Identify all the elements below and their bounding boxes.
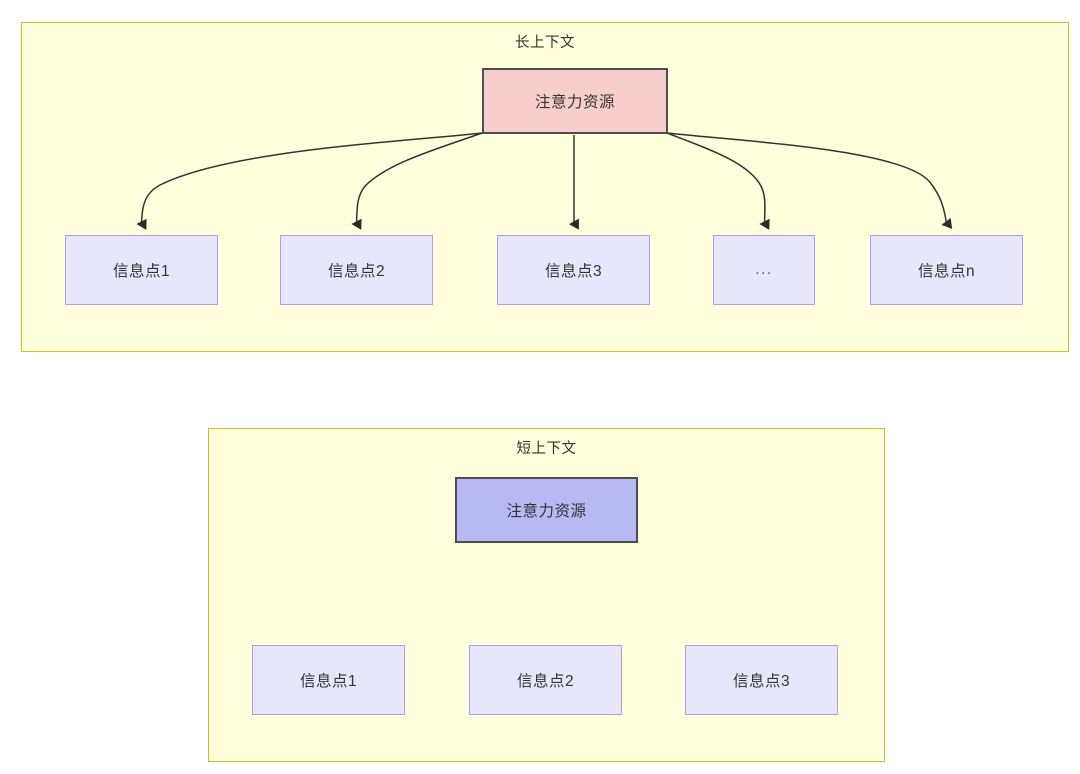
node-label: 信息点3 (732, 673, 791, 690)
node-info-point-n-long[interactable]: 信息点n (870, 235, 1023, 305)
node-label: 信息点1 (299, 673, 358, 690)
node-label: 信息点3 (544, 263, 603, 280)
node-info-point-ellipsis-long[interactable]: ... (713, 235, 815, 305)
node-info-point-2-long[interactable]: 信息点2 (280, 235, 433, 305)
node-label: 信息点2 (516, 673, 575, 690)
node-info-point-1-long[interactable]: 信息点1 (65, 235, 218, 305)
node-label: 信息点n (917, 263, 976, 280)
node-label: ... (755, 261, 773, 278)
group-long-context-title: 长上下文 (515, 35, 575, 51)
node-info-point-3-short[interactable]: 信息点3 (685, 645, 838, 715)
node-attention-resource-short[interactable]: 注意力资源 (455, 477, 638, 543)
node-label: 注意力资源 (506, 503, 587, 520)
node-label: 注意力资源 (534, 94, 615, 111)
node-info-point-1-short[interactable]: 信息点1 (252, 645, 405, 715)
node-label: 信息点2 (327, 263, 386, 280)
group-short-context-title: 短上下文 (516, 441, 577, 457)
node-label: 信息点1 (112, 263, 171, 280)
node-attention-resource-long[interactable]: 注意力资源 (482, 68, 668, 134)
node-info-point-2-short[interactable]: 信息点2 (469, 645, 622, 715)
node-info-point-3-long[interactable]: 信息点3 (497, 235, 650, 305)
